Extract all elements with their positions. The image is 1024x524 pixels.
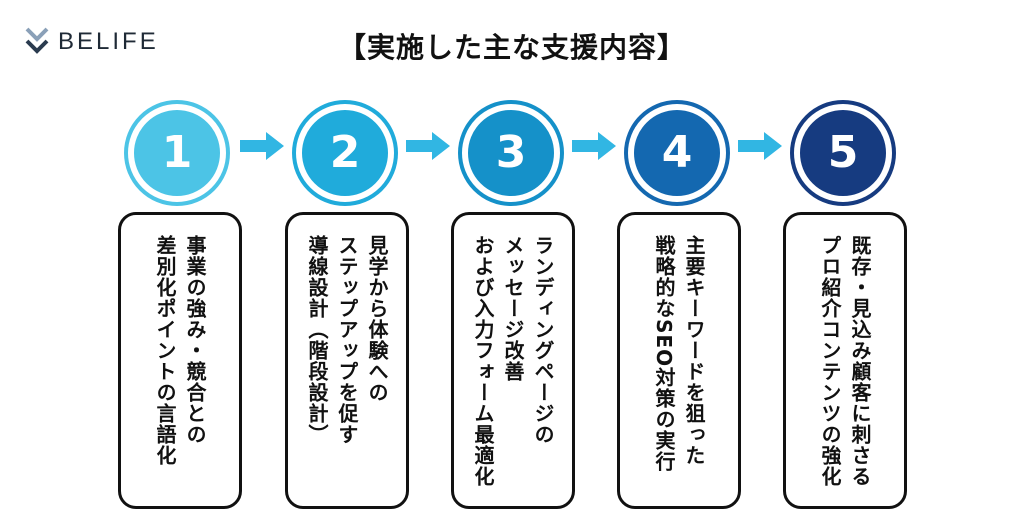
arrow-right-icon	[406, 131, 450, 161]
step-circle-3: 3	[462, 104, 560, 202]
step-number-5: 5	[827, 127, 859, 178]
step-card-2: 見学から体験への ステップアップを促す 導線設計（階段設計）	[285, 212, 409, 509]
step-text-2: 見学から体験への ステップアップを促す 導線設計（階段設計）	[305, 235, 389, 445]
step-text-5: 既存・見込み顧客に刺さる プロ紹介コンテンツの強化	[818, 235, 872, 487]
arrow-right-icon	[240, 131, 284, 161]
brand-logo: BELIFE	[24, 22, 159, 62]
arrow-right-icon	[572, 131, 616, 161]
step-circle-2: 2	[296, 104, 394, 202]
step-number-4: 4	[661, 127, 693, 178]
step-number-3: 3	[495, 127, 527, 178]
step-circle-5: 5	[794, 104, 892, 202]
step-card-3: ランディングページの メッセージ改善 および入力フォーム最適化	[451, 212, 575, 509]
step-number-1: 1	[161, 127, 193, 178]
step-card-4: 主要キーワードを狙った 戦略的なSEO対策の実行	[617, 212, 741, 509]
step-text-1: 事業の強み・競合との 差別化ポイントの言語化	[153, 235, 207, 466]
arrow-right-icon	[738, 131, 782, 161]
step-circle-4: 4	[628, 104, 726, 202]
step-circle-1: 1	[128, 104, 226, 202]
step-card-1: 事業の強み・競合との 差別化ポイントの言語化	[118, 212, 242, 509]
brand-name: BELIFE	[58, 28, 159, 55]
step-text-4: 主要キーワードを狙った 戦略的なSEO対策の実行	[652, 235, 706, 473]
step-card-5: 既存・見込み顧客に刺さる プロ紹介コンテンツの強化	[783, 212, 907, 509]
page-title: 【実施した主な支援内容】	[337, 31, 686, 64]
step-text-3: ランディングページの メッセージ改善 および入力フォーム最適化	[471, 235, 555, 487]
double-chevron-down-icon	[25, 27, 49, 54]
step-number-2: 2	[329, 127, 361, 178]
